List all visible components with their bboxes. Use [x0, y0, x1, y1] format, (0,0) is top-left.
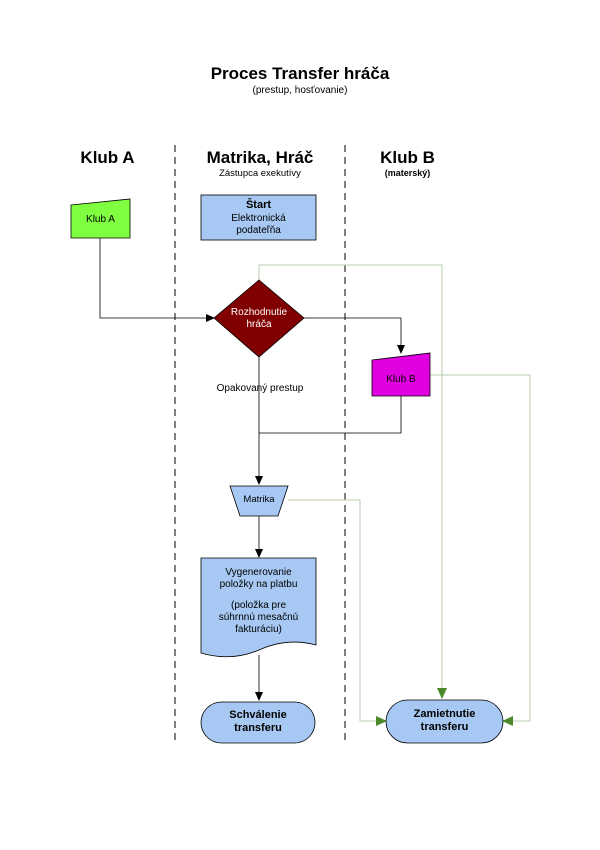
approve-line-1: Schválenie	[229, 709, 287, 721]
edge-klub-b-to-merge	[259, 396, 402, 434]
klub-b-node	[371, 352, 431, 397]
decision-label-2: hráča	[246, 319, 272, 330]
start-node	[200, 194, 317, 241]
decision-node	[213, 279, 305, 358]
edge-klub-b-to-reject	[430, 374, 531, 726]
edge-decision-to-reject	[258, 264, 447, 699]
start-sublabel-2: podateľňa	[236, 225, 281, 236]
reject-line-2: transferu	[420, 721, 469, 733]
start-label: Štart	[245, 199, 272, 211]
edge-matrika-to-reject	[288, 499, 387, 726]
page-subtitle: (prestup, hosťovanie)	[252, 85, 348, 96]
klub-a-node	[70, 198, 131, 239]
edge-label-repeat: Opakovaný prestup	[216, 383, 304, 394]
document-line-4: súhrnnú mesačnú	[218, 612, 299, 623]
document-line-1: Vygenerovanie	[225, 567, 292, 578]
page-title: Proces Transfer hráča	[210, 64, 390, 83]
reject-line-1: Zamietnutie	[413, 708, 476, 720]
lane-title-klub-a: Klub A	[80, 148, 135, 167]
document-node	[200, 557, 317, 658]
document-line-5: fakturáciu)	[235, 624, 282, 635]
matrika-label: Matrika	[243, 494, 275, 505]
document-line-3: (položka pre	[230, 600, 287, 611]
lane-title-klub-b: Klub B	[380, 148, 435, 167]
lane-title-matrika: Matrika, Hráč	[206, 148, 314, 167]
lane-subtitle-klub-b: (materský)	[384, 168, 431, 178]
approve-line-2: transferu	[234, 722, 282, 734]
lane-subtitle-matrika: Zástupca exekutívy	[219, 168, 301, 179]
decision-label-1: Rozhodnutie	[230, 307, 288, 318]
document-line-2: položky na platbu	[219, 579, 298, 590]
klub-b-label: Klub B	[386, 374, 416, 385]
matrika-node	[229, 485, 289, 517]
start-sublabel-1: Elektronická	[231, 213, 286, 224]
klub-a-label: Klub A	[86, 214, 115, 225]
approve-node	[200, 701, 316, 744]
edge-decision-to-klub-b	[304, 317, 405, 354]
edge-klub-a-to-decision	[99, 238, 215, 322]
reject-node	[385, 699, 504, 744]
